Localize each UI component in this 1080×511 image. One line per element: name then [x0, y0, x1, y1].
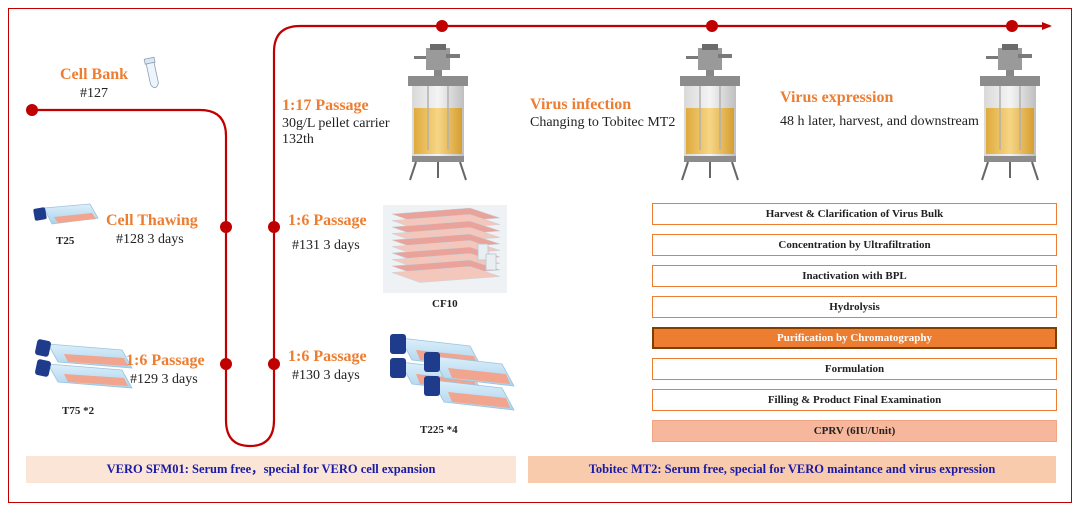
node-virus-infection	[706, 20, 718, 32]
step-inactivation: Inactivation with BPL	[652, 265, 1057, 287]
cell-thawing-title: Cell Thawing	[106, 212, 198, 229]
t75-label: T75 *2	[62, 405, 95, 417]
virus-infection-detail: Changing to Tobitec MT2	[530, 115, 676, 130]
cell-bank-code: #127	[80, 86, 108, 101]
t25-label: T25	[56, 235, 75, 247]
t225-label: T225 *4	[420, 424, 458, 436]
virus-expression-detail: 48 h later, harvest, and downstream	[780, 114, 979, 129]
passage-131-title: 1:6 Passage	[288, 212, 367, 229]
step-formulation: Formulation	[652, 358, 1057, 380]
step-hydrolysis: Hydrolysis	[652, 296, 1057, 318]
right-banner-bg	[528, 456, 1056, 483]
t225-flask-icon	[390, 334, 515, 411]
right-medium-banner: Tobitec MT2: Serum free, special for VER…	[588, 462, 996, 476]
virus-infection-title: Virus infection	[530, 96, 632, 113]
cell-bank-title: Cell Bank	[60, 66, 129, 83]
step-harvest-clarification: Harvest & Clarification of Virus Bulk	[652, 203, 1057, 225]
step-filling-examination: Filling & Product Final Examination	[652, 389, 1057, 411]
passage-130-detail: #130 3 days	[292, 368, 360, 383]
test-tube-icon	[143, 56, 159, 89]
virus-expression-title: Virus expression	[780, 89, 894, 106]
process-flow-line	[32, 22, 1052, 448]
bioreactor-icon	[679, 43, 741, 181]
step-concentration: Concentration by Ultrafiltration	[652, 234, 1057, 256]
node-passage-131	[268, 221, 280, 233]
bioreactor-icon	[407, 43, 469, 181]
cell-thawing-detail: #128 3 days	[116, 232, 184, 247]
t25-flask-icon	[33, 203, 99, 225]
node-start	[26, 104, 38, 116]
diagram-frame	[8, 8, 1072, 503]
cell-factory-icon	[383, 205, 507, 293]
passage-129-title: 1:6 Passage	[126, 352, 205, 369]
passage-130-title: 1:6 Passage	[288, 348, 367, 365]
cf10-label: CF10	[432, 298, 458, 310]
node-passage-132	[436, 20, 448, 32]
node-virus-expression	[1006, 20, 1018, 32]
t75-flask-icon	[35, 339, 133, 389]
passage-132-title: 1:17 Passage	[282, 97, 369, 114]
cell-factory-tray	[391, 266, 501, 283]
left-medium-banner: VERO SFM01: Serum free，special for VERO …	[106, 462, 436, 476]
node-cell-thawing	[220, 221, 232, 233]
left-banner-bg	[26, 456, 516, 483]
passage-132-line2: 132th	[282, 132, 314, 147]
node-passage-130	[268, 358, 280, 370]
passage-132-line1: 30g/L pellet carrier	[282, 116, 390, 131]
step-purification: Purification by Chromatography	[652, 327, 1057, 349]
node-passage-129	[220, 358, 232, 370]
passage-131-detail: #131 3 days	[292, 238, 360, 253]
passage-129-detail: #129 3 days	[130, 372, 198, 387]
bioreactor-icon	[979, 43, 1041, 181]
step-final-product: CPRV (6IU/Unit)	[652, 420, 1057, 442]
